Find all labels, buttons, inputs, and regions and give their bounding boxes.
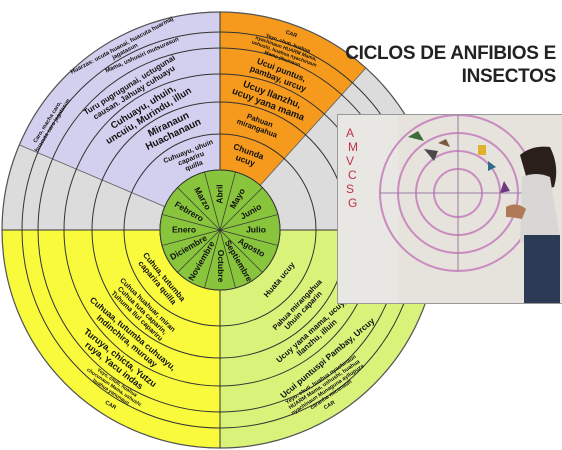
month-divider [219, 187, 263, 231]
month-divider [219, 229, 263, 273]
title-line-2: INSECTOS [461, 66, 557, 87]
title-line-1: CICLOS DE ANFIBIOS E [345, 43, 556, 64]
month-label: Abril [214, 184, 224, 203]
month-label: Octubre [216, 250, 226, 283]
month-divider [161, 214, 221, 231]
yellow-outer-title: CAR [103, 400, 116, 411]
month-divider [219, 229, 236, 289]
month-divider [177, 229, 221, 273]
month-divider [219, 214, 279, 231]
month-divider [204, 229, 221, 289]
orange-outer-title: CAR [284, 30, 297, 40]
month-divider [177, 187, 221, 231]
green-outer-title: CAR [323, 400, 336, 411]
month-label: Julio [246, 224, 266, 234]
month-divider [219, 229, 279, 246]
month-divider [161, 229, 221, 246]
month-divider [204, 171, 221, 231]
month-divider [219, 171, 236, 231]
month-label: Enero [172, 224, 196, 234]
page-title: CICLOS DE ANFIBIOS E INSECTOS [326, 42, 556, 88]
